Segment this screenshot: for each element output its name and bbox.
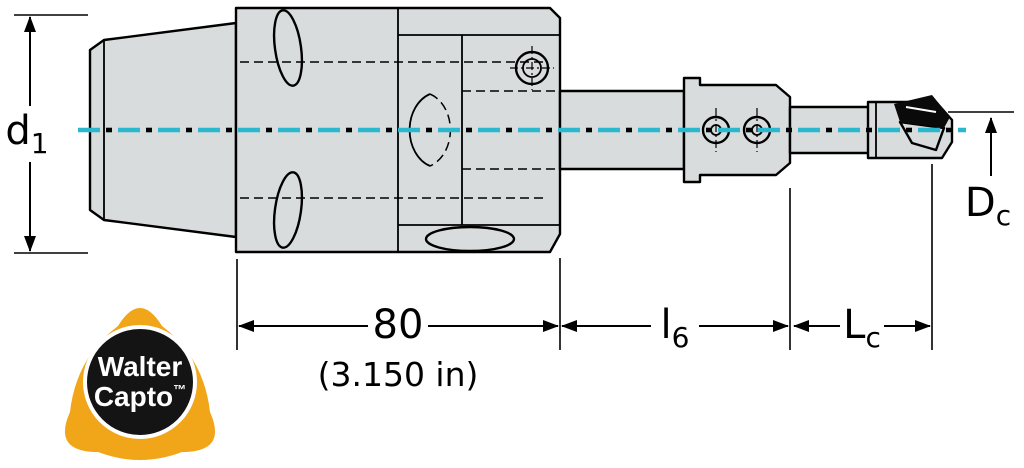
length-inches-label: (3.150 in) <box>318 355 479 394</box>
length-80-label: 80 <box>373 302 424 348</box>
dimension-lc: Lc <box>793 164 933 354</box>
boring-bar-shaft <box>558 89 686 171</box>
dimension-l6: l6 <box>561 188 791 354</box>
lc-label: Lc <box>843 302 881 354</box>
dimension-body-length: 80 (3.150 in) <box>236 258 561 394</box>
dimension-dc: Dc <box>948 111 1014 232</box>
cutting-insert <box>894 95 950 128</box>
logo-circle <box>83 325 197 439</box>
walter-capto-logo: Walter Capto™ <box>64 308 216 460</box>
gripper-slot-bottom <box>272 171 304 249</box>
dc-label: Dc <box>965 180 1011 232</box>
coolant-groove <box>424 225 516 253</box>
l6-label: l6 <box>661 302 690 354</box>
dimension-d1: d1 <box>5 14 88 254</box>
logo-line1: Walter <box>98 351 183 382</box>
gripper-slot-top <box>272 9 304 87</box>
cutting-head <box>866 95 954 160</box>
set-screw <box>510 46 554 90</box>
logo-line2: Capto™ <box>94 381 186 412</box>
insert-highlight <box>905 106 937 113</box>
d1-label: d1 <box>5 108 48 160</box>
hidden-bore-lines <box>240 61 560 199</box>
